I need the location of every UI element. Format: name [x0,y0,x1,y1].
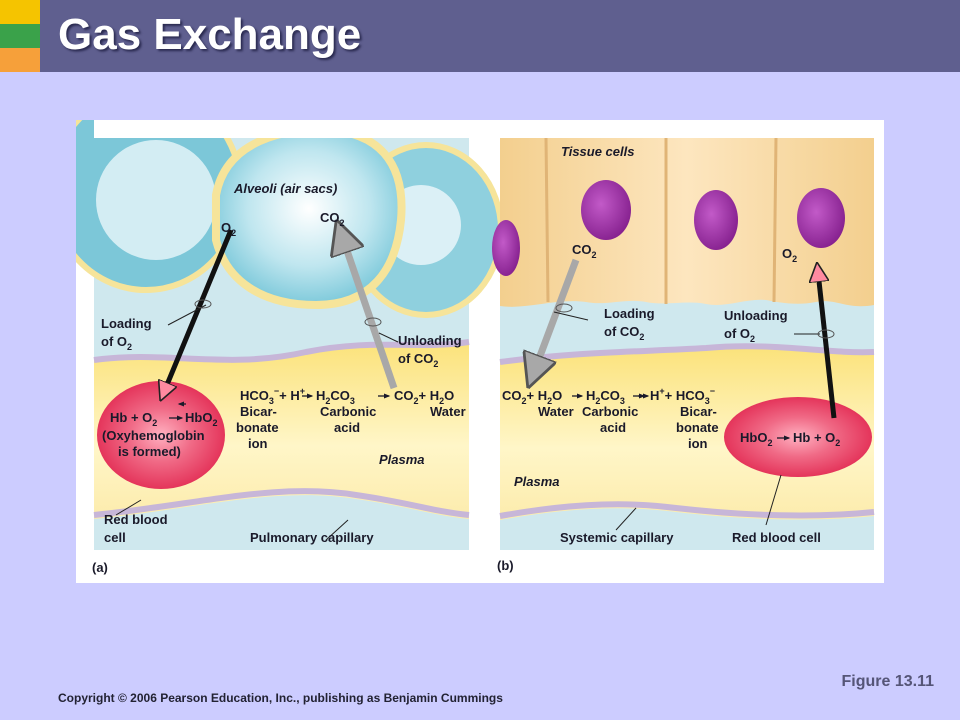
unloading-co2-label-2: of CO2 [398,351,438,369]
copyright-notice: Copyright © 2006 Pearson Education, Inc.… [58,691,503,705]
carbonic-a-2: acid [334,420,360,435]
tissue-cells [500,138,874,307]
red-blood-cell-a [97,381,225,489]
co2-loading-arrow [534,258,580,372]
reaction-b: CO2+ H2O [502,388,562,406]
reaction-b-h-hco3: H++ HCO3− [650,386,715,406]
carbonic-b-2: acid [600,420,626,435]
carbonic-a-1: Carbonic [320,404,376,419]
tab-orange [0,48,40,72]
pulmonary-capillary-label: Pulmonary capillary [250,530,374,545]
rbc-reaction-a-2: HbO2 [185,410,217,428]
oxyhemoglobin-1: (Oxyhemoglobin [102,428,205,443]
rbc-label-a-1: Red blood [104,512,168,527]
tissue-cells-label: Tissue cells [561,144,634,159]
nucleus-4 [797,188,845,248]
bicarbonate-b-2: bonate [676,420,719,435]
bicarbonate-a-1: Bicar- [240,404,277,419]
unloading-o2-label: Unloading [724,308,788,323]
rbc-reaction-a: Hb + O2 [110,410,157,428]
bicarbonate-a-2: bonate [236,420,279,435]
carbonic-b-1: Carbonic [582,404,638,419]
loading-o2-label-2: of O2 [101,334,132,352]
oxyhemoglobin-2: is formed) [118,444,181,459]
loading-co2-label: Loading [604,306,655,321]
slide-title: Gas Exchange [58,10,362,59]
panel-a: Alveoli (air sacs) O2 CO2 Loading of O2 … [76,120,504,550]
loading-co2-label-2: of CO2 [604,324,644,342]
nucleus-2 [581,180,631,240]
tab-yellow [0,0,40,24]
co2-label-a: CO2 [320,210,345,228]
rbc-reaction-b: HbO2 [740,430,772,448]
panel-a-letter: (a) [92,560,108,575]
rbc-label-b: Red blood cell [732,530,821,545]
co2-label-b: CO2 [572,242,597,260]
bicarbonate-a-3: ion [248,436,268,451]
reaction-a-co2-h2o: CO2+ H2O [394,388,454,406]
reaction-a-h2co3: H2CO3 [316,388,355,406]
gas-exchange-diagram: Alveoli (air sacs) O2 CO2 Loading of O2 … [76,120,875,575]
plasma-b: Plasma [514,474,560,489]
rbc-label-a-2: cell [104,530,126,545]
systemic-capillary-label: Systemic capillary [560,530,674,545]
nucleus-3 [694,190,738,250]
panel-b-letter: (b) [497,558,514,573]
panel-b: Tissue cells CO2 O2 Loading of CO2 Unloa… [492,137,875,550]
water-a: Water [430,404,466,419]
bicarbonate-b-1: Bicar- [680,404,717,419]
co2-unloading-arrow [342,236,398,390]
o2-label-b: O2 [782,246,797,264]
alveoli-label: Alveoli (air sacs) [233,181,337,196]
figure-caption: Figure 13.11 [841,673,935,690]
nucleus-1 [492,220,520,276]
tab-green [0,24,40,48]
rbc-reaction-b-2: Hb + O2 [793,430,840,448]
figure-panel: Alveoli (air sacs) O2 CO2 Loading of O2 … [76,120,884,583]
unloading-o2-label-2: of O2 [724,326,755,344]
reaction-b-h2co3: H2CO3 [586,388,625,406]
reaction-a: HCO3−+ H+ [240,386,305,406]
o2-loading-arrow [164,229,234,392]
water-b: Water [538,404,574,419]
bicarbonate-b-3: ion [688,436,708,451]
slide-header [0,0,960,72]
loading-o2-label: Loading [101,316,152,331]
plasma-a: Plasma [379,452,425,467]
o2-unloading-arrow [818,272,837,419]
unloading-co2-label: Unloading [398,333,462,348]
o2-label-a: O2 [221,220,236,238]
alveolus [212,125,406,310]
